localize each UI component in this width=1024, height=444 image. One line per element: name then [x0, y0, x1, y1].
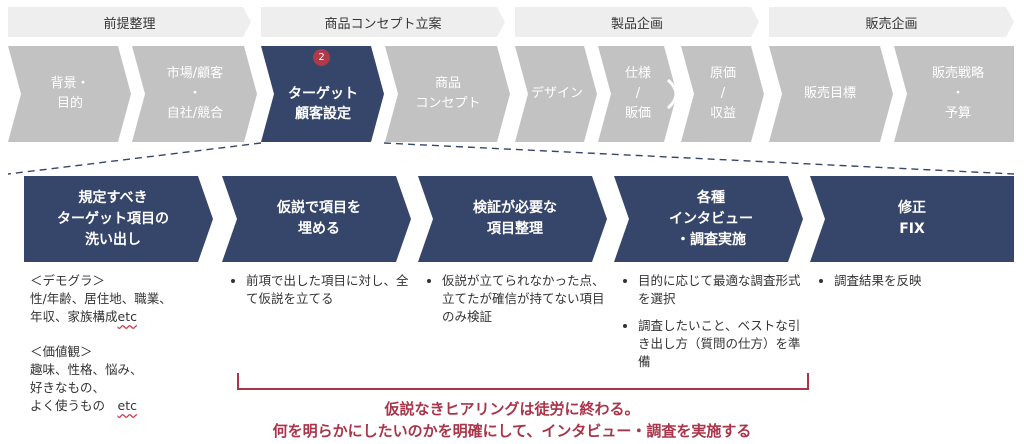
expand-line-left [7, 142, 262, 175]
values-line: 趣味、性格、悩み、 [30, 362, 143, 377]
task-line: FIX [899, 221, 925, 237]
step-line: デザイン [530, 86, 583, 101]
step-line: 商品 [434, 76, 461, 91]
step-line: 背景・ [50, 76, 90, 91]
etc-text: etc [117, 309, 137, 324]
task-arrow-1 [24, 176, 213, 262]
task-list-target-items: 規定すべき ターゲット項目の 洗い出し [24, 176, 202, 262]
step-line: 顧客設定 [295, 106, 351, 122]
bullet-item: 目的に応じて最適な調査形式を選択 [638, 272, 802, 308]
demographics-line: 年収、家族構成etc [30, 308, 230, 326]
step-arrow-9 [894, 46, 1014, 142]
task-line: 規定すべき [78, 189, 148, 206]
step-design: デザイン [522, 46, 592, 142]
task-line: インタビュー [669, 210, 753, 227]
task-fill-hypotheses: 仮説で項目を 埋める [234, 176, 404, 262]
task-line: 検証が必要な [473, 200, 557, 216]
step-line: コンセプト [415, 96, 481, 111]
values-line: 好きなもの、 [30, 380, 106, 395]
step-line: / [635, 86, 641, 101]
step-sales-strategy: 販売戦略 ・ 予算 [904, 46, 1012, 142]
step-line: 収益 [709, 106, 736, 121]
desc-revise-fix: 調査結果を反映 [818, 272, 1008, 299]
phase-arrow-2 [261, 7, 505, 37]
step-line: 自社/競合 [166, 106, 224, 121]
task-arrow-5 [810, 176, 1014, 262]
bullet-item: 調査したいこと、ベストな引き出し方（質問の仕方）を準備 [638, 317, 802, 371]
phase-label-1: 前提整理 [103, 16, 156, 32]
step-market-competition: 市場/顧客 ・ 自社/競合 [144, 46, 246, 142]
bullet-item: 調査結果を反映 [834, 272, 1008, 290]
values-text: よく使うもの [30, 398, 118, 413]
step-background-purpose: 背景・ 目的 [20, 46, 120, 142]
step-line: ・ [951, 86, 965, 101]
step-line: 目的 [56, 96, 83, 111]
expand-line-right [383, 142, 1015, 175]
step-line: / [720, 86, 726, 101]
step-arrow-4 [385, 46, 510, 142]
step-number-badge: 2 [313, 49, 330, 66]
step-arrow-7 [681, 46, 764, 142]
bullet-item: 前項で出した項目に対し、全て仮説を立てる [246, 272, 410, 308]
step-sales-target: 販売目標 [778, 46, 882, 142]
task-line: 洗い出し [85, 231, 141, 248]
step-product-concept: 商品 コンセプト [397, 46, 499, 142]
step-line: ターゲット [288, 86, 358, 102]
conclusion-bracket [237, 373, 809, 390]
step-line: ・ [188, 86, 202, 101]
task-line: 修正 [898, 200, 926, 216]
step-arrow-6 [598, 46, 677, 142]
task-line: ・調査実施 [676, 231, 746, 248]
desc-fill-hypotheses: 前項で出した項目に対し、全て仮説を立てる [230, 272, 410, 317]
spacer [30, 326, 230, 343]
step-cost-profit: 原価 / 収益 [690, 46, 756, 142]
etc-text: etc [117, 398, 137, 413]
conclusion-line-1: 仮説なきヒアリングは徒労に終わる。 [384, 400, 640, 418]
step-target-customer: ターゲット 顧客設定 [268, 56, 378, 152]
task-line: ターゲット項目の [57, 210, 169, 227]
task-verification-items: 検証が必要な 項目整理 [430, 176, 600, 262]
task-revise-fix: 修正 FIX [822, 176, 1002, 262]
task-line: 仮説で項目を [277, 200, 361, 216]
step-line: 販売目標 [803, 86, 856, 101]
step-arrow-2 [132, 46, 257, 142]
bullet-item: 仮説が立てられなかった点、立てたが確信が持てない項目のみ検証 [442, 272, 606, 326]
task-line: 埋める [298, 221, 340, 237]
step-line: 販価 [624, 106, 651, 121]
phase-label-4: 販売企画 [865, 16, 918, 32]
task-arrow-4 [614, 176, 803, 262]
step-line: 仕様 [624, 66, 651, 81]
task-arrow-3 [418, 176, 607, 262]
step-arrow-3 [261, 46, 384, 142]
conclusion-line-2: 何を明らかにしたいのかを明確にして、インタビュー・調査を実施する [272, 422, 752, 440]
task-interviews-surveys: 各種 インタビュー ・調査実施 [626, 176, 796, 262]
phase-label-3: 製品企画 [610, 16, 663, 32]
loop-connector [666, 78, 678, 110]
step-spec-price: 仕様 / 販価 [606, 46, 670, 142]
desc-verification-items: 仮説が立てられなかった点、立てたが確信が持てない項目のみ検証 [426, 272, 606, 335]
task-line: 項目整理 [487, 221, 543, 237]
step-line: 販売戦略 [931, 66, 984, 81]
step-line: 市場/顧客 [166, 66, 224, 81]
demographics-text: 年収、家族構成 [30, 309, 118, 324]
task-arrow-2 [222, 176, 411, 262]
step-arrow-1 [8, 46, 131, 142]
phase-arrow-1 [8, 7, 251, 37]
step-arrow-5 [515, 46, 597, 142]
values-header: ＜価値観＞ [30, 344, 93, 359]
phase-arrow-4 [769, 7, 1014, 37]
step-line: 予算 [944, 106, 971, 121]
demographics-line: 性/年齢、居住地、職業、 [30, 291, 172, 306]
values-line: よく使うもの etc [30, 397, 230, 415]
desc-target-items: ＜デモグラ＞ 性/年齢、居住地、職業、 年収、家族構成etc ＜価値観＞ 趣味、… [30, 272, 230, 415]
demographics-header: ＜デモグラ＞ [30, 273, 106, 288]
desc-interviews-surveys: 目的に応じて最適な調査形式を選択 調査したいこと、ベストな引き出し方（質問の仕方… [622, 272, 802, 380]
step-line: 原価 [709, 66, 736, 81]
step-arrow-8 [769, 46, 893, 142]
phase-arrow-3 [515, 7, 759, 37]
task-line: 各種 [697, 189, 725, 206]
phase-label-2: 商品コンセプト立案 [324, 16, 442, 32]
